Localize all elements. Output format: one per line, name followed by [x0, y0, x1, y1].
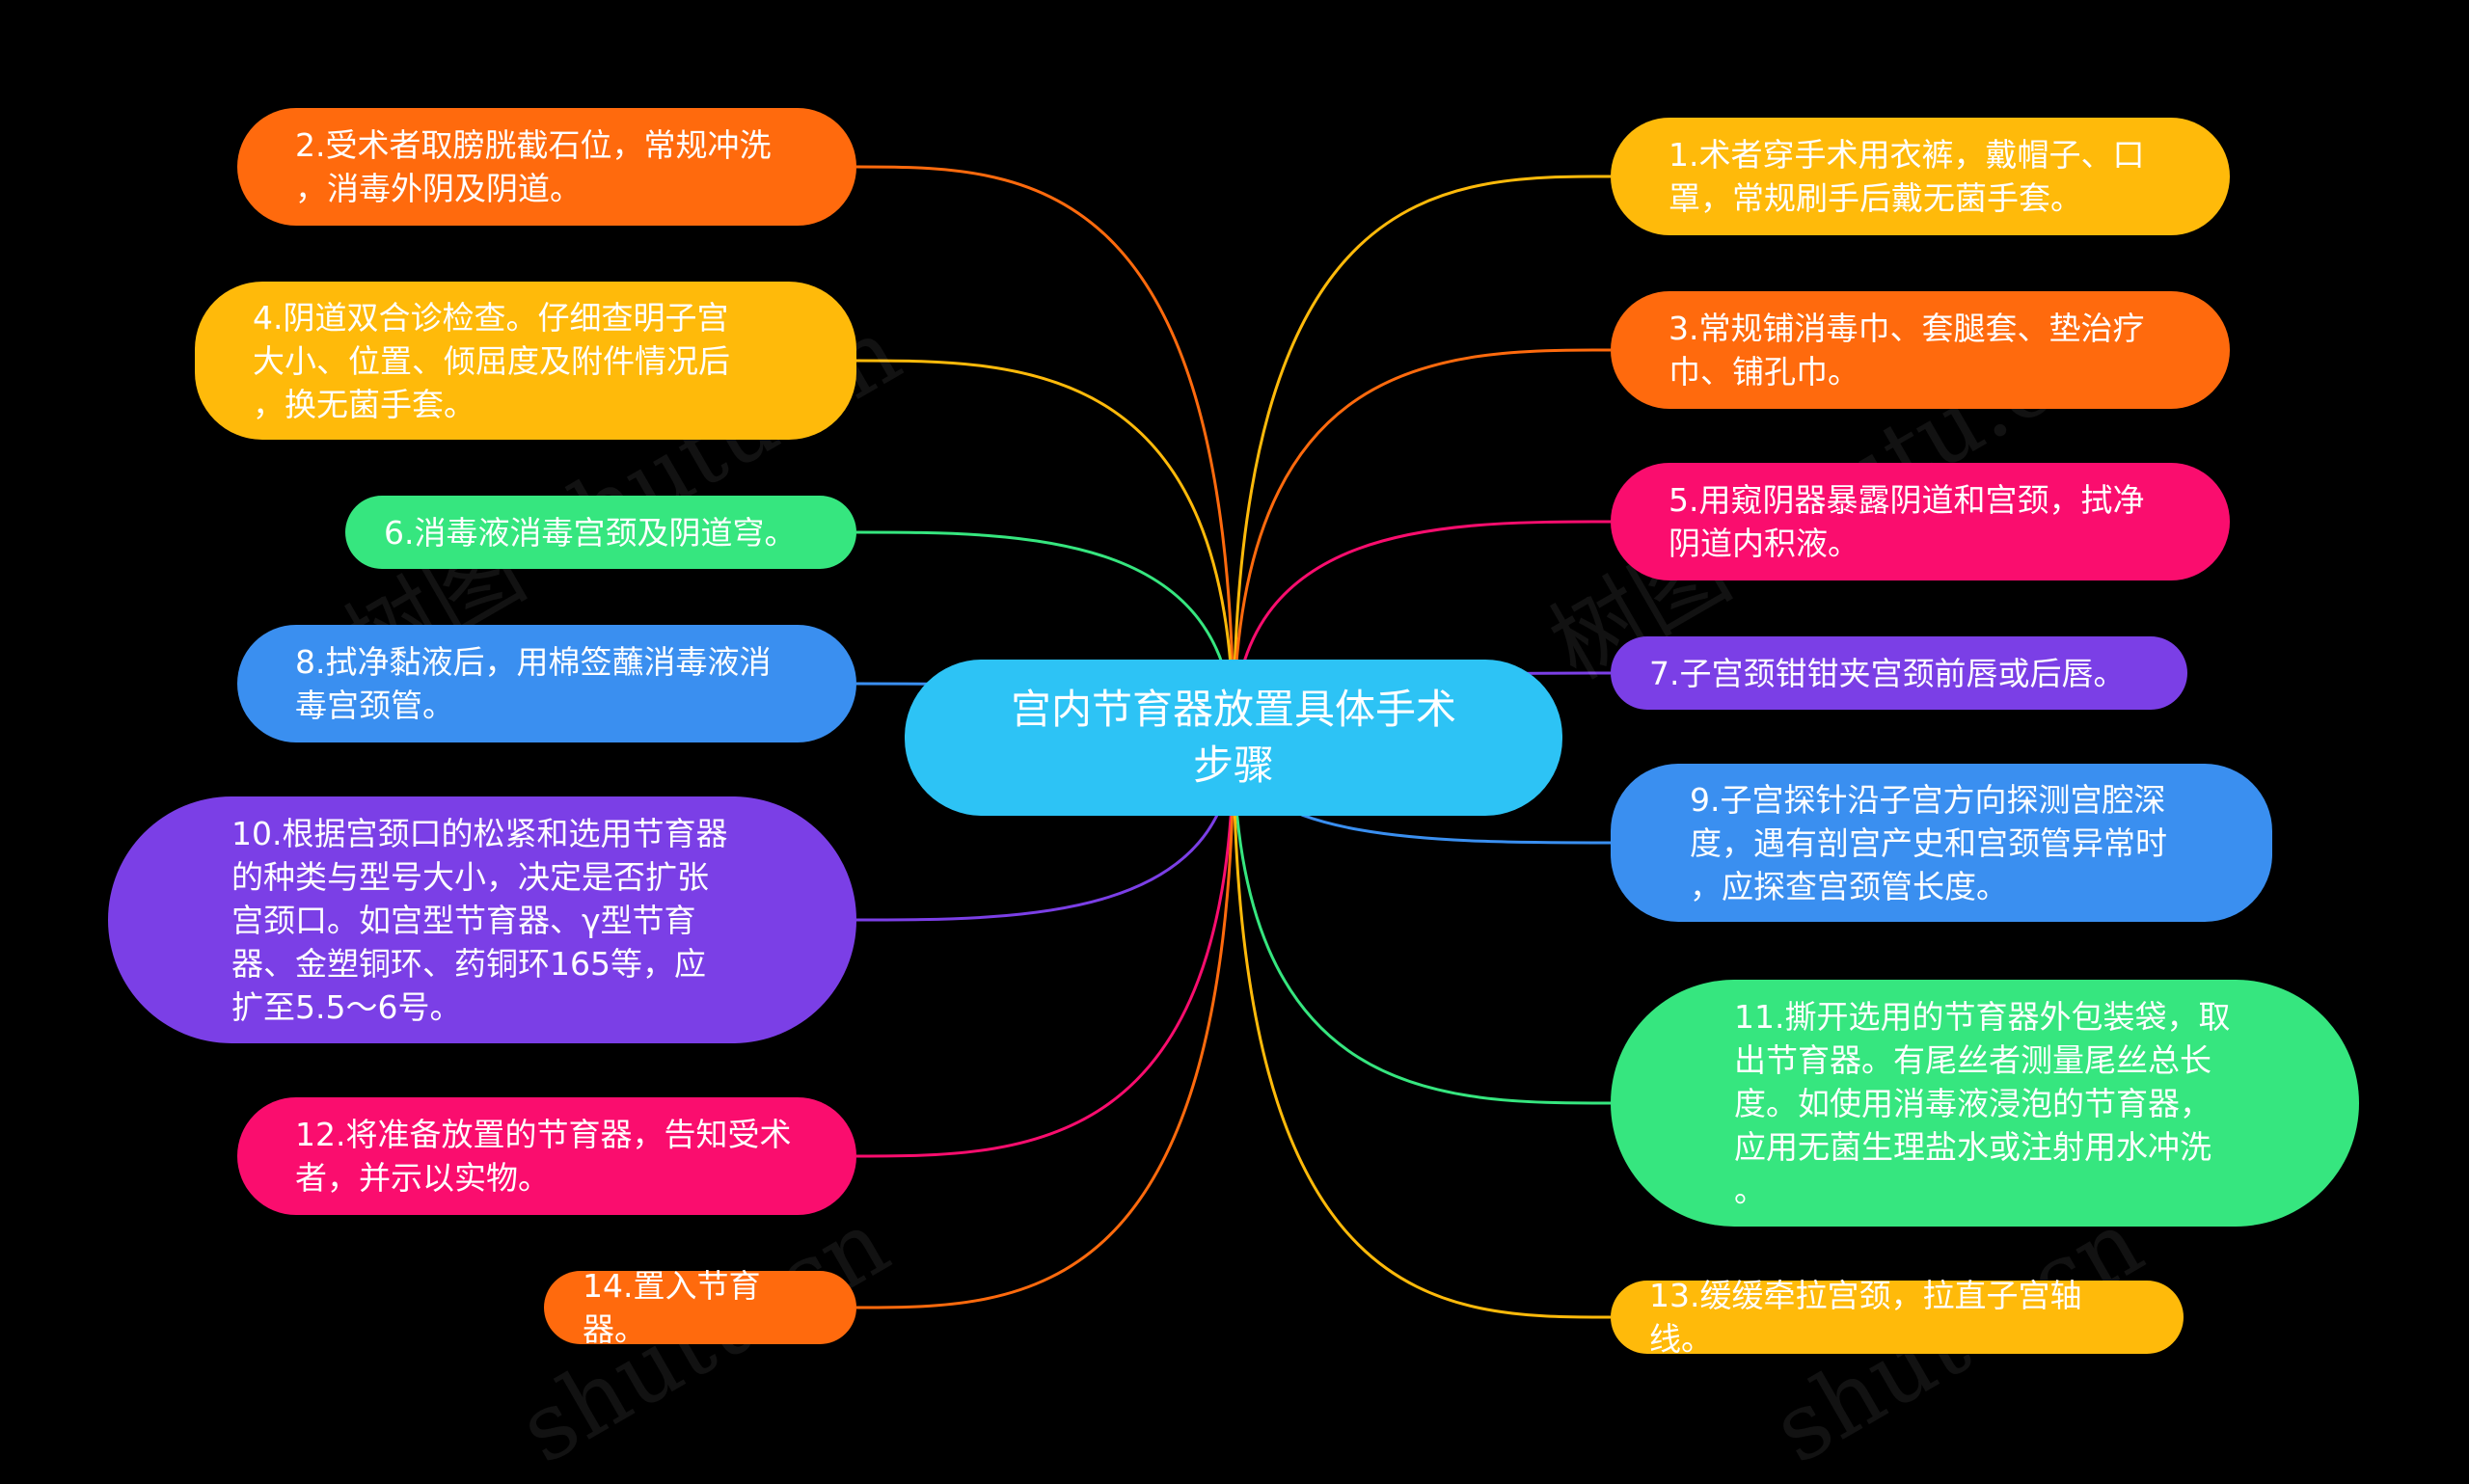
step-2-label: 2.受术者取膀胱截石位，常规冲洗 ，消毒外阴及阴道。 — [295, 126, 772, 207]
step-5-label: 5.用窥阴器暴露阴道和宫颈，拭净 阴道内积液。 — [1669, 481, 2145, 562]
step-9-label: 9.子宫探针沿子宫方向探测宫腔深 度，遇有剖宫产史和宫颈管异常时 ，应探查宫颈管… — [1690, 780, 2167, 905]
step-6-node[interactable]: 6.消毒液消毒宫颈及阴道穹。 — [345, 496, 856, 569]
step-12-node[interactable]: 12.将准备放置的节育器，告知受术 者，并示以实物。 — [237, 1097, 856, 1215]
connector-n5 — [1232, 520, 1612, 739]
center-topic[interactable]: 宫内节育器放置具体手术 步骤 — [905, 660, 1562, 816]
center-topic-label: 宫内节育器放置具体手术 步骤 — [1010, 686, 1456, 789]
step-3-node[interactable]: 3.常规铺消毒巾、套腿套、垫治疗 巾、铺孔巾。 — [1611, 291, 2230, 409]
step-1-node[interactable]: 1.术者穿手术用衣裤，戴帽子、口 罩，常规刷手后戴无菌手套。 — [1611, 118, 2230, 235]
step-9-node[interactable]: 9.子宫探针沿子宫方向探测宫腔深 度，遇有剖宫产史和宫颈管异常时 ，应探查宫颈管… — [1611, 764, 2272, 922]
step-10-node[interactable]: 10.根据宫颈口的松紧和选用节育器 的种类与型号大小，决定是否扩张 宫颈口。如宫… — [108, 796, 856, 1043]
step-13-label: 13.缓缓牵拉宫颈，拉直子宫轴线。 — [1649, 1277, 2082, 1358]
connector-n14 — [855, 737, 1235, 1309]
step-6-label: 6.消毒液消毒宫颈及阴道穹。 — [384, 513, 797, 552]
connector-n1 — [1232, 175, 1612, 739]
step-12-label: 12.将准备放置的节育器，告知受术 者，并示以实物。 — [295, 1116, 792, 1197]
step-7-node[interactable]: 7.子宫颈钳钳夹宫颈前唇或后唇。 — [1611, 636, 2187, 710]
connector-n2 — [855, 165, 1235, 739]
step-14-node[interactable]: 14.置入节育器。 — [544, 1267, 856, 1348]
step-14-label: 14.置入节育器。 — [583, 1267, 761, 1348]
step-4-node[interactable]: 4.阴道双合诊检查。仔细查明子宫 大小、位置、倾屈度及附件情况后 ，换无菌手套。 — [195, 282, 856, 440]
connector-n12 — [855, 737, 1235, 1158]
connector-n11 — [1232, 737, 1612, 1105]
connector-n3 — [1232, 348, 1612, 739]
step-11-node[interactable]: 11.撕开选用的节育器外包装袋，取 出节育器。有尾丝者测量尾丝总长 度。如使用消… — [1611, 980, 2359, 1227]
step-5-node[interactable]: 5.用窥阴器暴露阴道和宫颈，拭净 阴道内积液。 — [1611, 463, 2230, 580]
step-2-node[interactable]: 2.受术者取膀胱截石位，常规冲洗 ，消毒外阴及阴道。 — [237, 108, 856, 226]
step-7-label: 7.子宫颈钳钳夹宫颈前唇或后唇。 — [1649, 654, 2126, 692]
step-1-label: 1.术者穿手术用衣裤，戴帽子、口 罩，常规刷手后戴无菌手套。 — [1669, 136, 2145, 217]
step-8-node[interactable]: 8.拭净黏液后，用棉签蘸消毒液消 毒宫颈管。 — [237, 625, 856, 742]
step-8-label: 8.拭净黏液后，用棉签蘸消毒液消 毒宫颈管。 — [295, 643, 772, 724]
step-3-label: 3.常规铺消毒巾、套腿套、垫治疗 巾、铺孔巾。 — [1669, 310, 2145, 391]
step-13-node[interactable]: 13.缓缓牵拉宫颈，拉直子宫轴线。 — [1611, 1277, 2184, 1358]
step-4-label: 4.阴道双合诊检查。仔细查明子宫 大小、位置、倾屈度及附件情况后 ，换无菌手套。 — [253, 298, 730, 423]
step-10-label: 10.根据宫颈口的松紧和选用节育器 的种类与型号大小，决定是否扩张 宫颈口。如宫… — [231, 814, 728, 1026]
connector-n4 — [855, 359, 1235, 739]
connector-n13 — [1232, 737, 1612, 1319]
step-11-label: 11.撕开选用的节育器外包装袋，取 出节育器。有尾丝者测量尾丝总长 度。如使用消… — [1734, 997, 2231, 1209]
